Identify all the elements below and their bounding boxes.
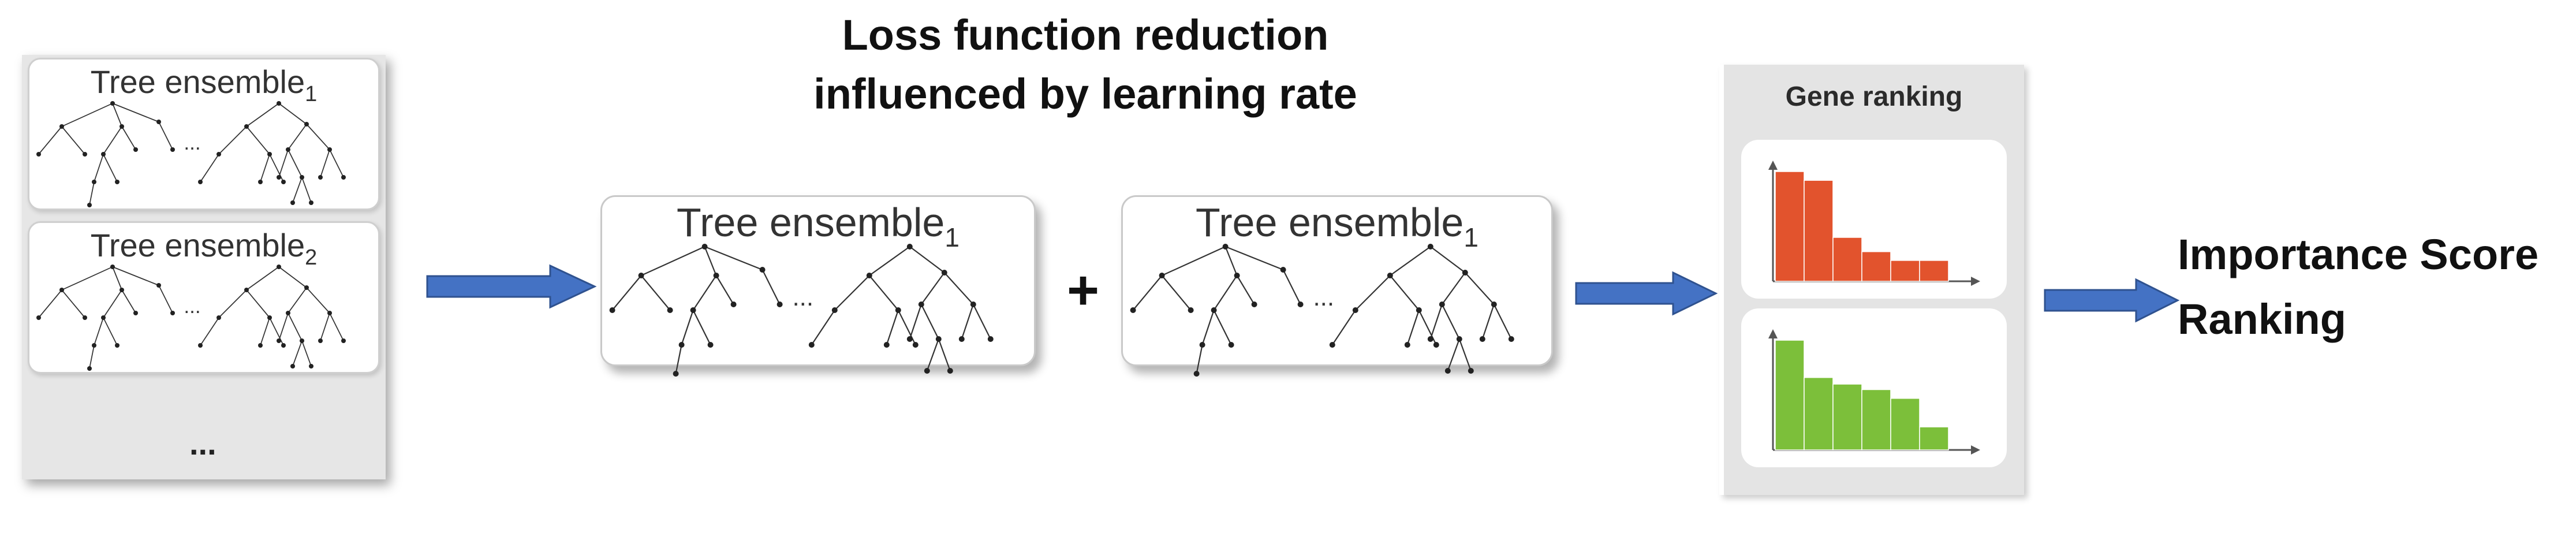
result-line-2: Ranking — [2178, 295, 2346, 343]
rank-bar — [1861, 389, 1891, 451]
ensemble-card-b-title: Tree ensemble1 — [1196, 200, 1479, 252]
ensemble-card-2: Tree ensemble2 ... — [28, 221, 380, 374]
stack-ellipsis: ... — [189, 425, 216, 461]
result-line-1: Importance Score — [2178, 230, 2539, 278]
ranking-chart-card-1 — [1741, 140, 2007, 299]
rank-bar — [1890, 397, 1920, 451]
rank-bar — [1890, 260, 1920, 282]
heading-line-1: Loss function reduction — [842, 11, 1329, 59]
ensemble-card-b: Tree ensemble1 ... — [1121, 195, 1553, 377]
tree-ellipsis: ... — [184, 295, 200, 318]
flow-arrow-3 — [2044, 278, 2180, 323]
tree-left — [1130, 244, 1304, 377]
diagram-heading: Loss function reduction influenced by le… — [745, 6, 1426, 124]
x-axis-arrowhead — [1971, 445, 1980, 455]
rank-bar — [1861, 251, 1891, 282]
plus-sign: + — [1067, 259, 1100, 321]
rank-bar — [1775, 171, 1805, 282]
ensemble-stack: Tree ensemble1 ... Tree ensemble2 ... ..… — [22, 55, 386, 479]
tree-left — [36, 265, 175, 371]
ensemble-card-a-title: Tree ensemble1 — [677, 200, 960, 252]
ensemble-card-2-title: Tree ensemble2 — [90, 227, 318, 270]
rank-bar — [1919, 426, 1949, 451]
heading-line-2: influenced by learning rate — [813, 70, 1357, 118]
tree-pair-a: ... — [609, 244, 994, 377]
tree-right — [198, 101, 346, 205]
rank-bar — [1832, 237, 1862, 282]
rank-bar — [1832, 384, 1862, 451]
rank-bar — [1919, 260, 1949, 282]
tree-pair-1: ... — [36, 101, 346, 207]
rank-bar — [1804, 377, 1834, 451]
x-axis-arrowhead — [1971, 277, 1980, 286]
tree-right — [1329, 244, 1514, 374]
y-axis-arrowhead — [1768, 161, 1778, 170]
tree-pair-b: ... — [1130, 244, 1514, 377]
gene-ranking-panel: Gene ranking — [1719, 65, 2024, 495]
ensemble-card-a: Tree ensemble1 ... — [600, 195, 1036, 377]
gene-ranking-title: Gene ranking — [1785, 81, 1963, 112]
ensemble-card-1-title: Tree ensemble1 — [90, 64, 318, 106]
tree-left — [609, 244, 783, 377]
tree-left — [36, 101, 175, 207]
ranking-chart-1 — [1768, 161, 1980, 286]
flow-arrow-2 — [1575, 271, 1718, 316]
rank-bar — [1804, 180, 1834, 282]
tree-ellipsis: ... — [1313, 283, 1334, 311]
ranking-chart-2 — [1768, 329, 1980, 455]
tree-ellipsis: ... — [184, 132, 200, 154]
tree-ellipsis: ... — [792, 283, 813, 311]
ranking-chart-card-2 — [1741, 308, 2007, 467]
rank-bar — [1775, 340, 1805, 451]
flow-arrow-1 — [426, 264, 597, 309]
tree-pair-2: ... — [36, 265, 346, 371]
tree-right — [198, 265, 346, 368]
y-axis-arrowhead — [1768, 329, 1778, 338]
ensemble-card-1: Tree ensemble1 ... — [28, 58, 380, 210]
importance-score-ranking-label: Importance Score Ranking — [2178, 222, 2538, 352]
tree-right — [808, 244, 994, 374]
